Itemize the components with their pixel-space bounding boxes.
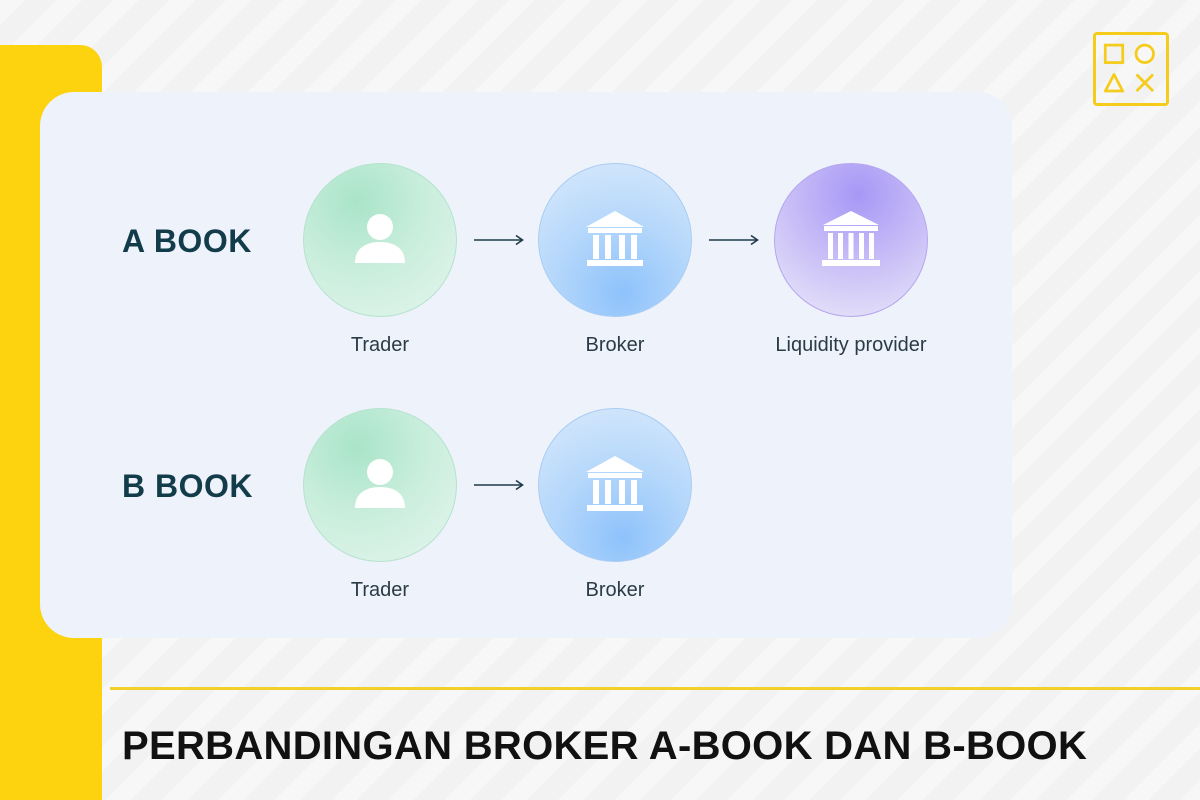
a-book-trader-node bbox=[303, 163, 457, 317]
b-book-trader-node bbox=[303, 408, 457, 562]
divider bbox=[110, 687, 1200, 690]
user-icon bbox=[355, 459, 405, 508]
user-icon bbox=[355, 214, 405, 263]
bank-icon bbox=[586, 456, 644, 511]
b-book-broker-label: Broker bbox=[585, 579, 645, 601]
b-book-trader-label: Trader bbox=[350, 579, 410, 601]
bank-icon bbox=[586, 211, 644, 266]
a-book-broker-label: Broker bbox=[585, 334, 645, 356]
shapes-logo-icon bbox=[1093, 32, 1169, 106]
a-book-label: A BOOK bbox=[122, 223, 252, 259]
a-book-trader-label: Trader bbox=[350, 334, 410, 356]
arrow-icon bbox=[709, 234, 759, 246]
arrow-icon bbox=[474, 479, 524, 491]
a-book-liquidity-provider-label: Liquidity provider bbox=[775, 334, 927, 356]
bank-icon bbox=[822, 211, 880, 266]
arrow-icon bbox=[474, 234, 524, 246]
page-title: PERBANDINGAN BROKER A-BOOK DAN B-BOOK bbox=[122, 724, 1088, 768]
a-book-liquidity-provider-node bbox=[774, 163, 928, 317]
a-book-broker-node bbox=[538, 163, 692, 317]
b-book-broker-node bbox=[538, 408, 692, 562]
b-book-label: B BOOK bbox=[122, 468, 253, 504]
